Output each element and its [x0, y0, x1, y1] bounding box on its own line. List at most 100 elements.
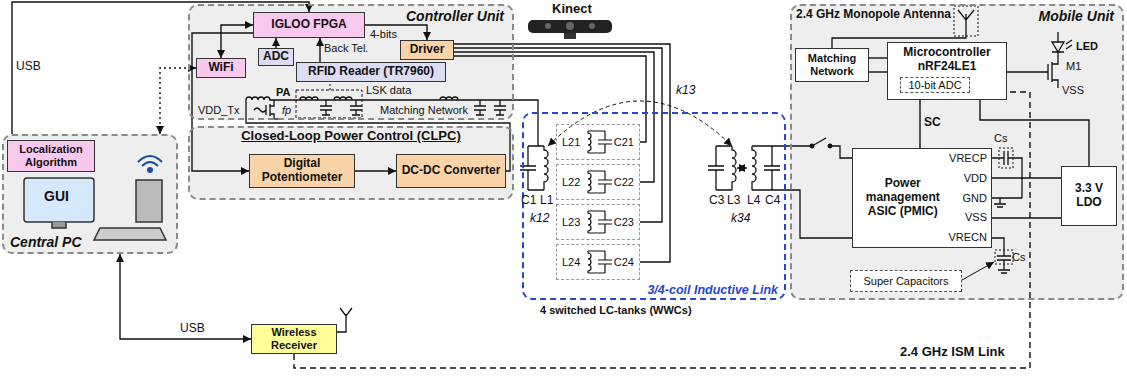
primary-coil: [528, 146, 544, 190]
receiver-coils: [810, 144, 814, 148]
pmic-wiring: [992, 238, 1011, 273]
connector: [454, 56, 646, 142]
pin-name: VDD: [948, 172, 987, 185]
box-label: Power management ASIC (PMIC): [857, 177, 948, 218]
lsk-box: [296, 90, 362, 118]
receiver-coils: [716, 146, 732, 190]
connector: [919, 100, 920, 148]
rfid-reader-box: RFID Reader (TR7960): [296, 62, 446, 82]
computer-icon: [52, 222, 66, 228]
kinect-sensor: [528, 20, 612, 39]
receiver-coils: [752, 146, 756, 190]
supply-wire: [246, 97, 274, 100]
led-driver: [1052, 32, 1064, 52]
tank-symbols: [588, 251, 612, 273]
led-driver: [1006, 32, 1072, 88]
part-name: Cs: [994, 132, 1007, 145]
primary-coil: [520, 146, 548, 190]
pmic-wiring: [999, 148, 1013, 168]
connector: [355, 170, 396, 171]
matching-box: Matching Network: [795, 48, 869, 82]
lsk-box: [296, 83, 362, 118]
link-panel: L21C21L22C22L23C23L24C243/4-coil Inducti…: [522, 112, 786, 300]
lc-tank: L22C22: [556, 164, 640, 200]
box-label: Digital Potentiometer: [253, 157, 351, 185]
supercap-box: Super Capacitors: [850, 270, 962, 292]
connector-label: USB: [180, 322, 205, 336]
box-label: L23: [562, 216, 580, 229]
microcontroller-box: 10-bit ADCMicrocontroller nRF24LE1: [887, 42, 1007, 100]
connector: [221, 25, 253, 58]
receiver-coils: [764, 146, 780, 190]
algorithm-box: Localization Algorithm: [7, 140, 95, 172]
box-label: C24: [614, 256, 634, 269]
computer-icon: [136, 180, 162, 222]
control-panel: Digital PotentiometerDC-DC ConverterClos…: [188, 126, 514, 200]
tank-symbols: [588, 131, 612, 273]
pin-name: VSS: [948, 211, 987, 224]
rf-chain: [334, 97, 352, 100]
connector-label: SC: [924, 116, 941, 130]
pin-name: VRECN: [948, 231, 987, 244]
connector: [980, 100, 1089, 166]
box-label: RFID Reader (TR7960): [308, 65, 434, 79]
panel-heading: Mobile Unit: [1039, 8, 1114, 24]
panel-fill: [188, 4, 514, 120]
box-label: IGLOO FPGA: [271, 18, 346, 32]
coupling-label: k13: [676, 84, 695, 98]
led-driver: [1066, 40, 1072, 49]
receiver-coils: [732, 146, 736, 190]
ldo-box: 3.3 V LDO: [1061, 166, 1117, 226]
receiver-coils: [708, 138, 852, 238]
part-name: M1: [1066, 60, 1081, 73]
receiver-coils: [708, 146, 724, 190]
antenna-symbol: [954, 6, 978, 36]
box-label: C21: [614, 136, 634, 149]
antenna-symbol: [958, 10, 974, 34]
box-label: ADC: [263, 50, 289, 64]
box-label: 10-bit ADC: [908, 79, 961, 92]
wifi-symbol: [142, 162, 158, 166]
box-label: DC-DC Converter: [402, 164, 501, 178]
fpga-box: IGLOO FPGA: [253, 12, 365, 38]
pmic-wiring: [992, 177, 1062, 178]
kinect-sensor: [566, 22, 574, 30]
led-driver: [1006, 52, 1058, 88]
part-name: C1: [521, 194, 536, 208]
lc-tank: L24C24: [556, 244, 640, 280]
pa-transistor: [254, 100, 279, 119]
computer-icon: [94, 228, 166, 240]
pmic-box: Power management ASIC (PMIC)VRECPVDDGNDV…: [852, 148, 992, 248]
panel-heading: 3/4-coil Inductive Link: [647, 283, 778, 297]
tank-symbols: [588, 211, 612, 233]
part-name: L3: [727, 194, 740, 208]
pc-panel: Localization AlgorithmCentral PC: [2, 134, 178, 254]
lc-tank: L23C23: [556, 204, 640, 240]
box-label: C22: [614, 176, 634, 189]
wifi-symbol: [138, 156, 162, 172]
connector-label: 4-bits: [370, 28, 397, 41]
tank-symbols: [588, 171, 612, 193]
box-label: WiFi: [208, 61, 233, 75]
box-label: Wireless Receiver: [255, 326, 333, 351]
coupling-arc: [737, 168, 747, 169]
primary-coil: [544, 146, 548, 190]
part-name: Matching Network: [380, 104, 468, 117]
wifi-symbol: [148, 168, 152, 172]
coupling-label: k12: [530, 212, 549, 226]
unit-panel: Matching Network 10-bit ADCMicrocontrolle…: [790, 4, 1124, 300]
receiver-coils: [752, 146, 852, 238]
connector: [454, 44, 670, 262]
box-label: 3.3 V LDO: [1065, 182, 1113, 210]
box-label: Matching Network: [799, 52, 865, 77]
box-label: Driver: [410, 43, 445, 57]
rf-chain: [300, 97, 318, 100]
panel-fill: [2, 134, 178, 254]
part-name: L4: [747, 194, 760, 208]
box-label: Super Capacitors: [864, 275, 949, 288]
pmic-wiring: [992, 151, 1022, 198]
coupling-label: k34: [731, 212, 750, 226]
tank-symbols: [588, 131, 612, 153]
connector-label: USB: [16, 60, 41, 74]
